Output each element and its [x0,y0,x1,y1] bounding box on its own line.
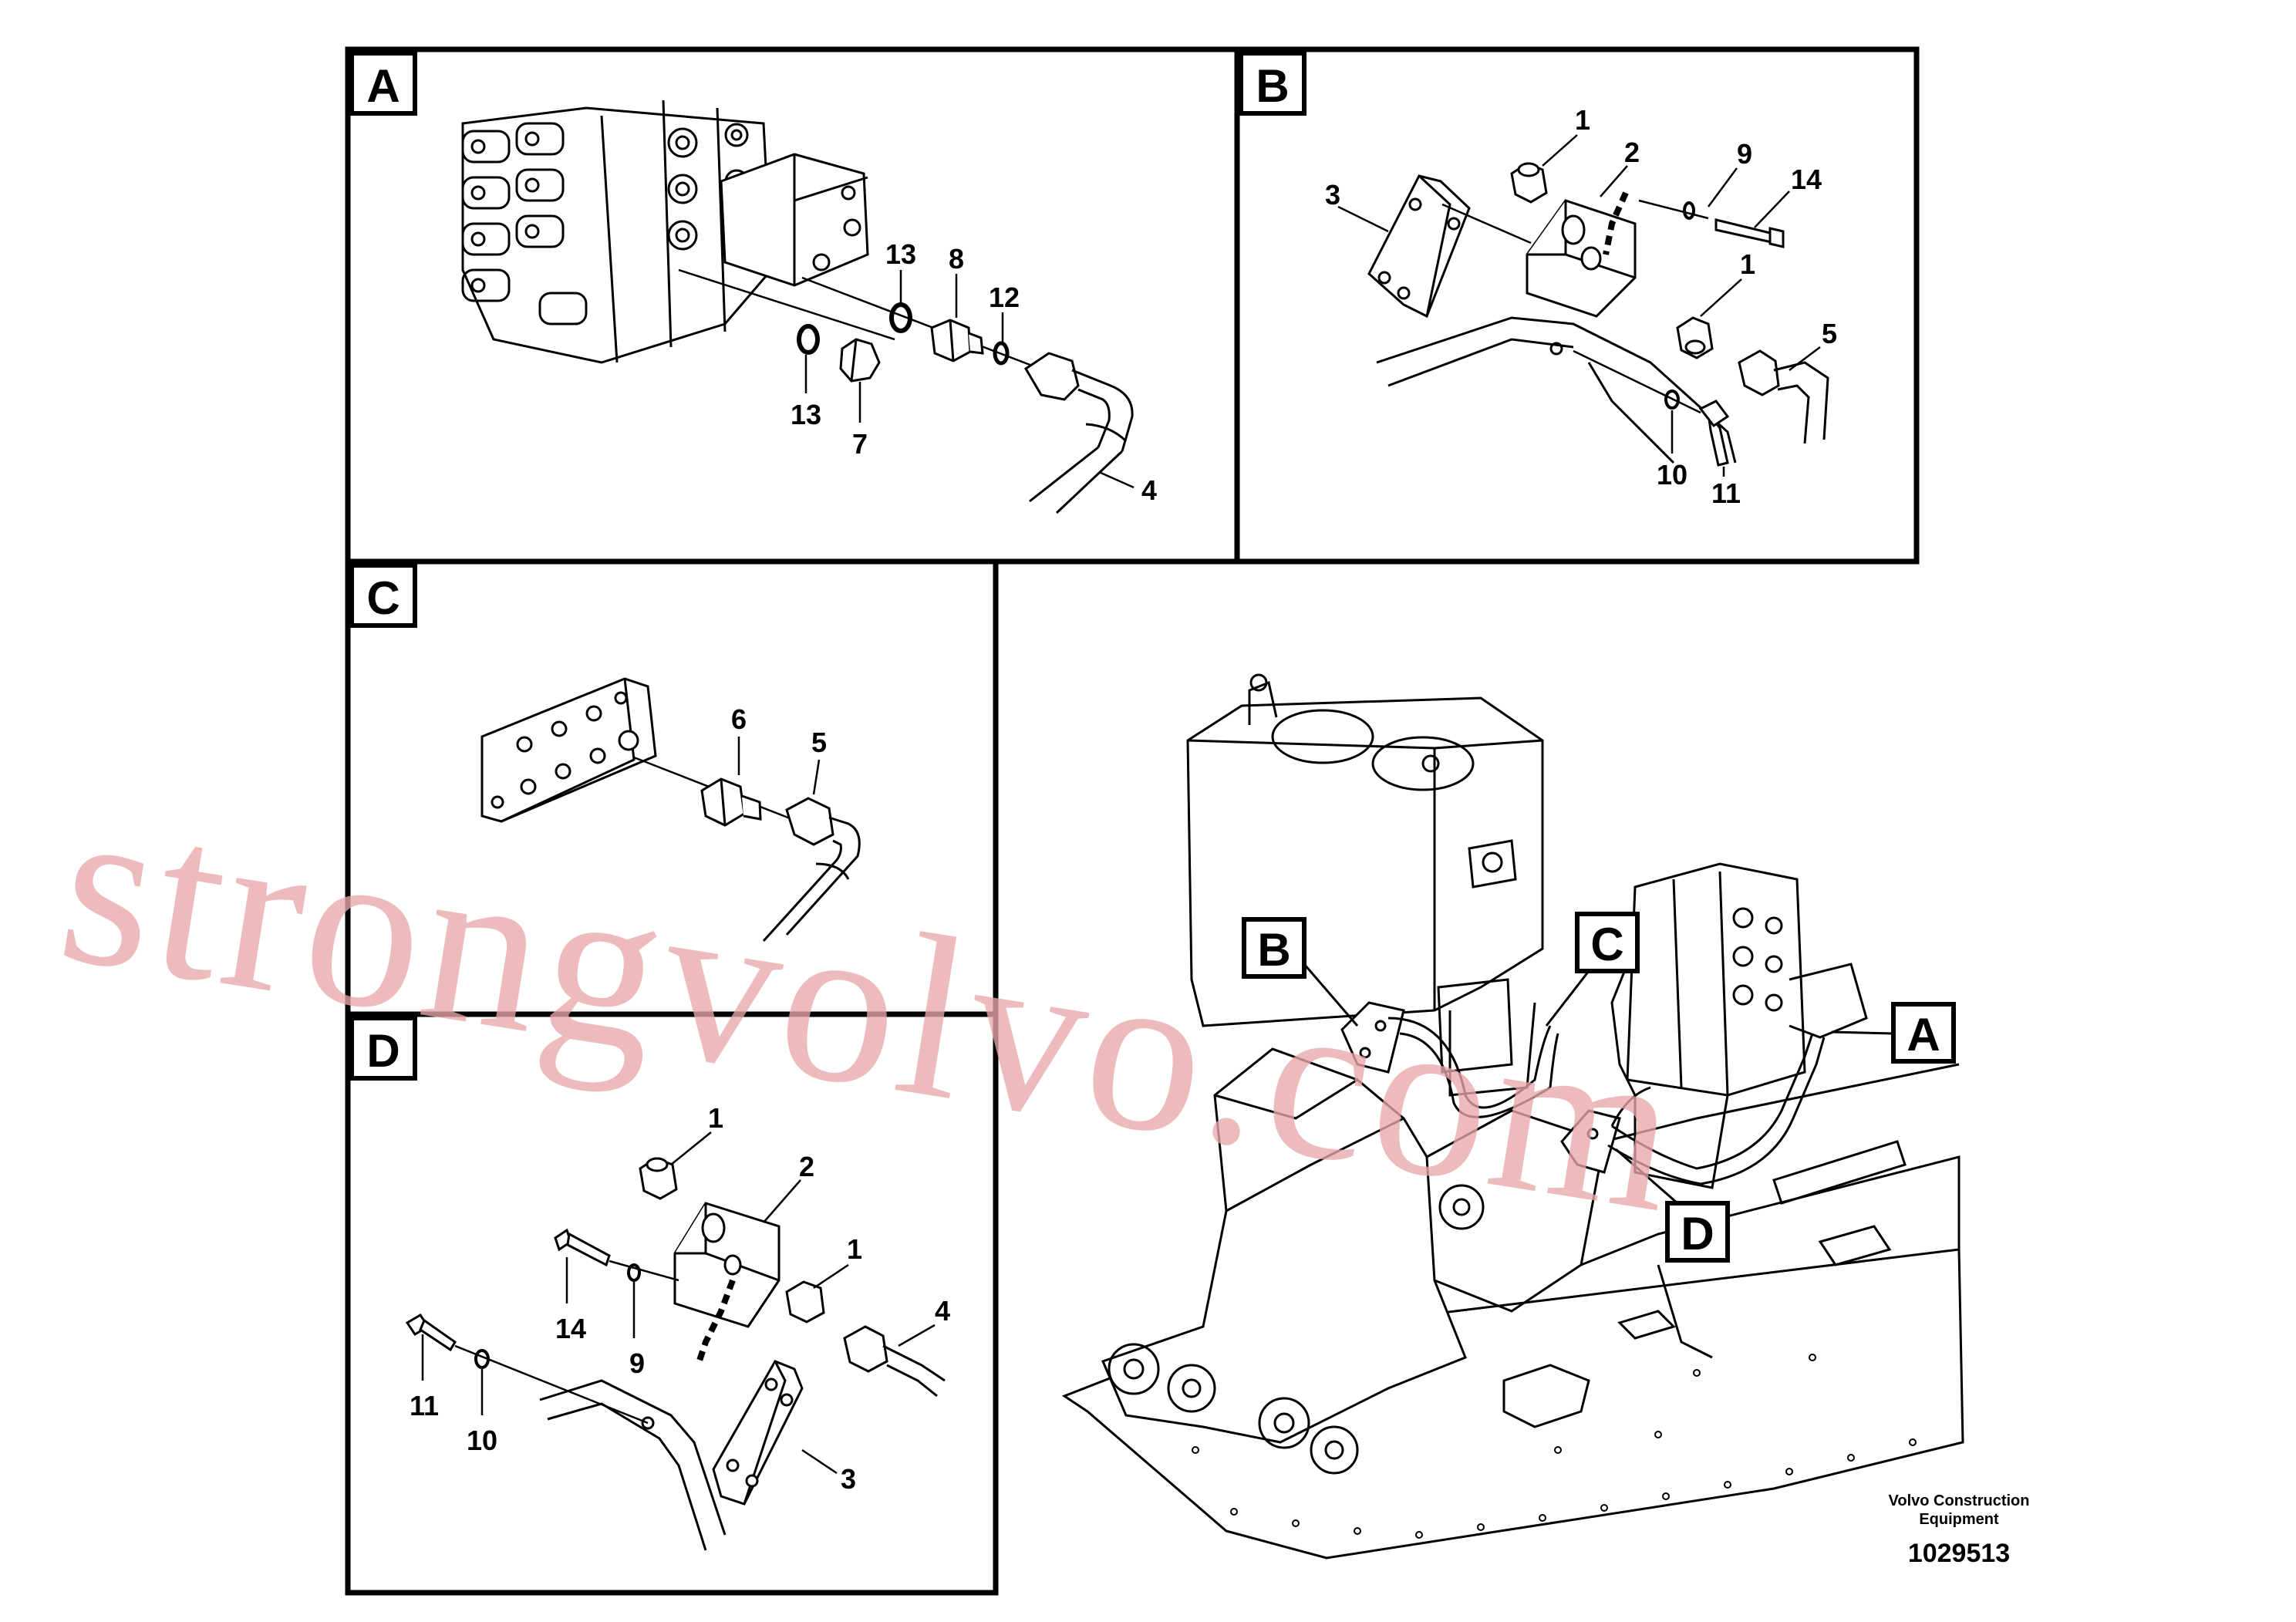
callout-4-d: 4 [935,1295,950,1327]
panel-a-tag: A [366,60,400,112]
panel-d-callouts: 1 2 14 9 1 4 11 10 3 [410,1102,950,1495]
callout-10: 10 [1657,459,1687,491]
hose-4 [1023,352,1134,514]
hose-5 [1738,349,1829,444]
overview-tag-c-leader [1545,970,1590,1027]
company-name-line1: Volvo Construction [1889,1492,2030,1509]
valve-block-2-d [673,1202,781,1328]
bracket-3 [1367,174,1471,319]
bracket-3-d [712,1360,804,1506]
hose-5-elbow [762,797,861,943]
overview-tag-b: B [1257,924,1290,976]
overview-tags: B C A D [1242,912,1956,1263]
overview-tag-d-leader [1615,1148,1678,1205]
adapter-8 [930,319,984,363]
company-name-line2: Equipment [1919,1511,1999,1528]
drawing-number: 1029513 [1908,1539,2010,1568]
overview-tag-d: D [1681,1208,1714,1259]
callout-11-d: 11 [410,1390,439,1421]
valve-dashed-passage [1603,191,1629,255]
bolt-14-d [554,1228,611,1267]
connector-1-upper [1510,162,1548,204]
panel-frames [345,46,1920,1596]
callout-11: 11 [1711,477,1741,509]
panel-d-exploded-lines [454,1259,679,1425]
panel-b-frame [1234,46,1920,565]
washer-9-d [627,1263,641,1282]
callout-3: 3 [1325,179,1340,211]
callout-14-d: 14 [555,1313,586,1344]
callout-7: 7 [852,428,868,460]
callout-1-upper-d: 1 [708,1102,723,1134]
callout-9-d: 9 [629,1347,645,1379]
overview-tag-d-box [1665,1201,1730,1263]
panel-a-leaders [804,270,1135,489]
panel-b-frame-member [1376,316,1737,464]
panel-b-tag-box [1239,51,1306,116]
panel-d-frame [345,1011,999,1596]
panel-d-tag: D [366,1025,400,1077]
panel-d-tag-box [349,1016,417,1081]
overview-tag-a: A [1907,1009,1940,1061]
plug-7 [839,338,881,383]
callout-2-d: 2 [799,1151,814,1182]
panel-d-leaders [421,1131,936,1475]
connector-1-lower-d [785,1280,825,1324]
callout-4: 4 [1141,474,1157,506]
callout-5: 5 [1822,318,1837,349]
adapter-6 [700,777,762,827]
callout-12: 12 [989,282,1020,313]
panel-a-callouts: 13 8 12 13 7 4 [791,238,1157,506]
callout-13-upper: 13 [885,238,916,270]
panel-d-frame-member [539,1379,727,1551]
callout-14: 14 [1791,164,1822,195]
overview-tag-b-box [1242,917,1306,979]
panel-c-tag-box [349,563,417,628]
overview-tag-a-leader [1831,1030,1894,1035]
callout-6: 6 [731,703,747,735]
panel-c-leaders [737,737,821,795]
panel-c: C 6 5 [349,563,861,943]
panel-a-tag-box [349,51,417,116]
washer-9 [1683,201,1695,220]
o-ring-12 [993,341,1010,366]
panel-c-callouts: 6 5 [731,703,827,758]
panel-b-callouts: 1 2 9 14 3 1 5 10 11 [1325,104,1837,509]
callout-9: 9 [1737,138,1752,170]
connector-1-lower [1676,316,1714,359]
excavator-overview [1061,673,1964,1560]
callout-10-d: 10 [467,1425,497,1456]
callout-1-lower-d: 1 [847,1233,862,1265]
panel-b-exploded-lines [1441,199,1709,414]
callout-13-lower: 13 [791,399,821,430]
bolt-11-d [405,1313,457,1352]
flange-plate [480,677,657,823]
panel-d: D [349,1016,950,1551]
bolt-14 [1714,218,1785,248]
overview-tag-c: C [1590,919,1623,970]
callout-2: 2 [1624,137,1640,168]
callout-8: 8 [949,243,964,275]
panel-b-leaders [1337,134,1821,477]
hose-4-d [843,1325,946,1398]
panel-b-tag: B [1256,60,1289,112]
callout-1-upper: 1 [1575,104,1590,136]
washer-10 [1664,389,1680,410]
connector-1-upper-d [639,1157,678,1200]
overview-tag-b-leader [1303,963,1359,1027]
panel-a: A [349,51,1157,514]
callout-3-d: 3 [841,1463,856,1495]
valve-block-2 [1526,199,1637,318]
bolt-11 [1698,400,1730,467]
valve-dashed-passage-d [695,1279,736,1367]
o-ring-13-lower [797,324,820,355]
callout-5-c: 5 [811,727,827,758]
overview-tag-c-box [1575,912,1640,973]
control-valve-drawing [461,99,869,364]
panel-c-tag: C [366,572,400,624]
drawing-footer: Volvo Construction Equipment 1029513 [1889,1492,2030,1568]
panel-b: B [1239,51,1837,509]
callout-1-lower: 1 [1740,248,1755,280]
